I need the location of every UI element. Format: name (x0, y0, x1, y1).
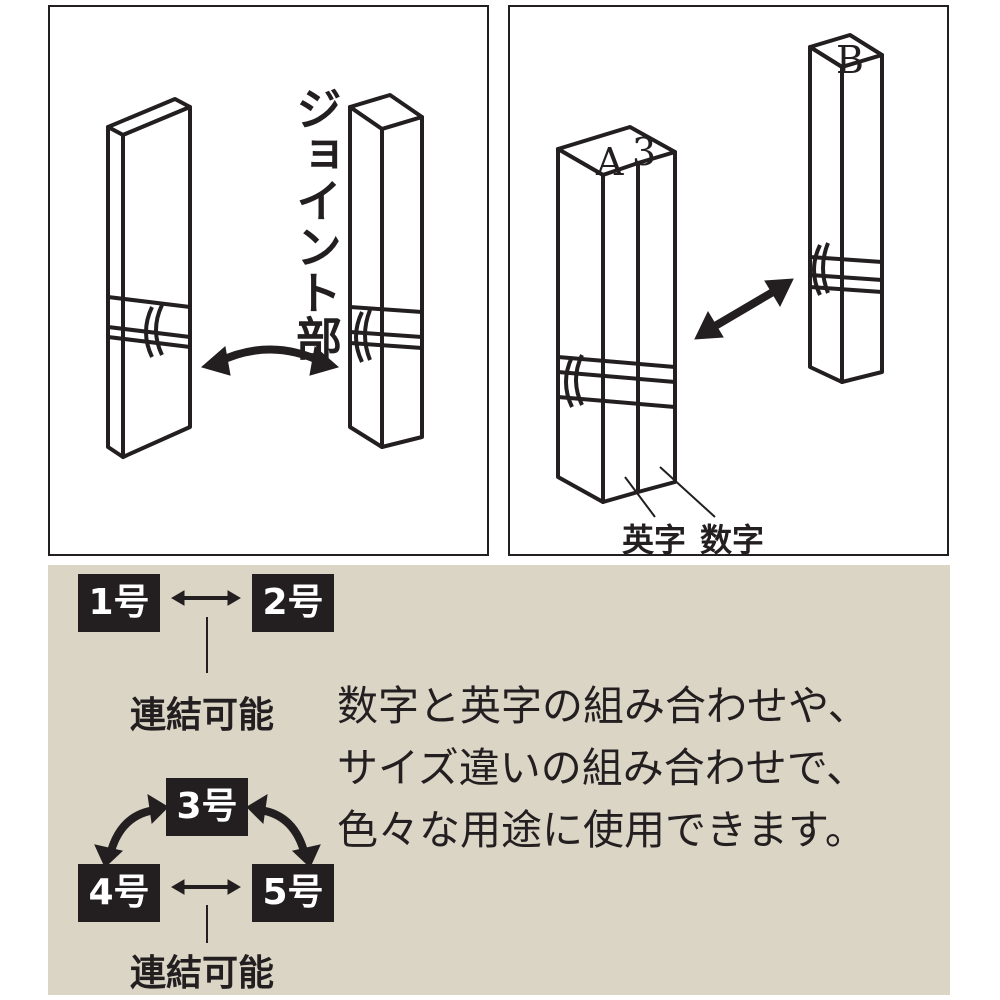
size-badge-1: 1号 (78, 574, 160, 632)
label-pointer-lines (624, 466, 716, 518)
description-line-3: 色々な用途に使用できます。 (337, 806, 866, 854)
right-stamp-piece (348, 93, 424, 449)
number-label: 数字 (700, 521, 765, 559)
size-badge-2: 2号 (252, 574, 334, 632)
left-stamp-piece (106, 97, 192, 459)
combined-stamps-drawing: A 3 B (556, 33, 884, 518)
stamp-letter-a: A (595, 140, 624, 184)
joint-double-arrow (200, 345, 340, 376)
joint-part-label: ジョイント部 (289, 85, 343, 361)
alpha-label: 英字 (622, 521, 687, 559)
stamp-letter-3: 3 (632, 130, 656, 174)
connection-arrows (94, 590, 321, 943)
single-stamp-b (808, 33, 884, 384)
connectable-label-1: 連結可能 (130, 695, 275, 736)
description-line-2: サイズ違いの組み合わせで、 (337, 744, 868, 792)
size-badge-5: 5号 (252, 864, 334, 922)
size-badge-3: 3号 (166, 778, 248, 836)
combine-double-arrow (694, 278, 794, 340)
combined-stamp-a3 (556, 125, 677, 504)
description-text: 数字と英字の組み合わせや、 サイズ違いの組み合わせで、 色々な用途に使用できます… (337, 675, 947, 861)
joint-stamps-drawing (106, 93, 424, 459)
description-line-1: 数字と英字の組み合わせや、 (337, 682, 869, 730)
left-illustration-panel: ジョイント部 (48, 5, 489, 556)
right-illustration-panel: A 3 B 英字 数字 (508, 5, 949, 559)
stamp-letter-b: B (836, 38, 864, 82)
size-badge-4: 4号 (78, 864, 160, 922)
connectable-label-2: 連結可能 (130, 953, 275, 994)
